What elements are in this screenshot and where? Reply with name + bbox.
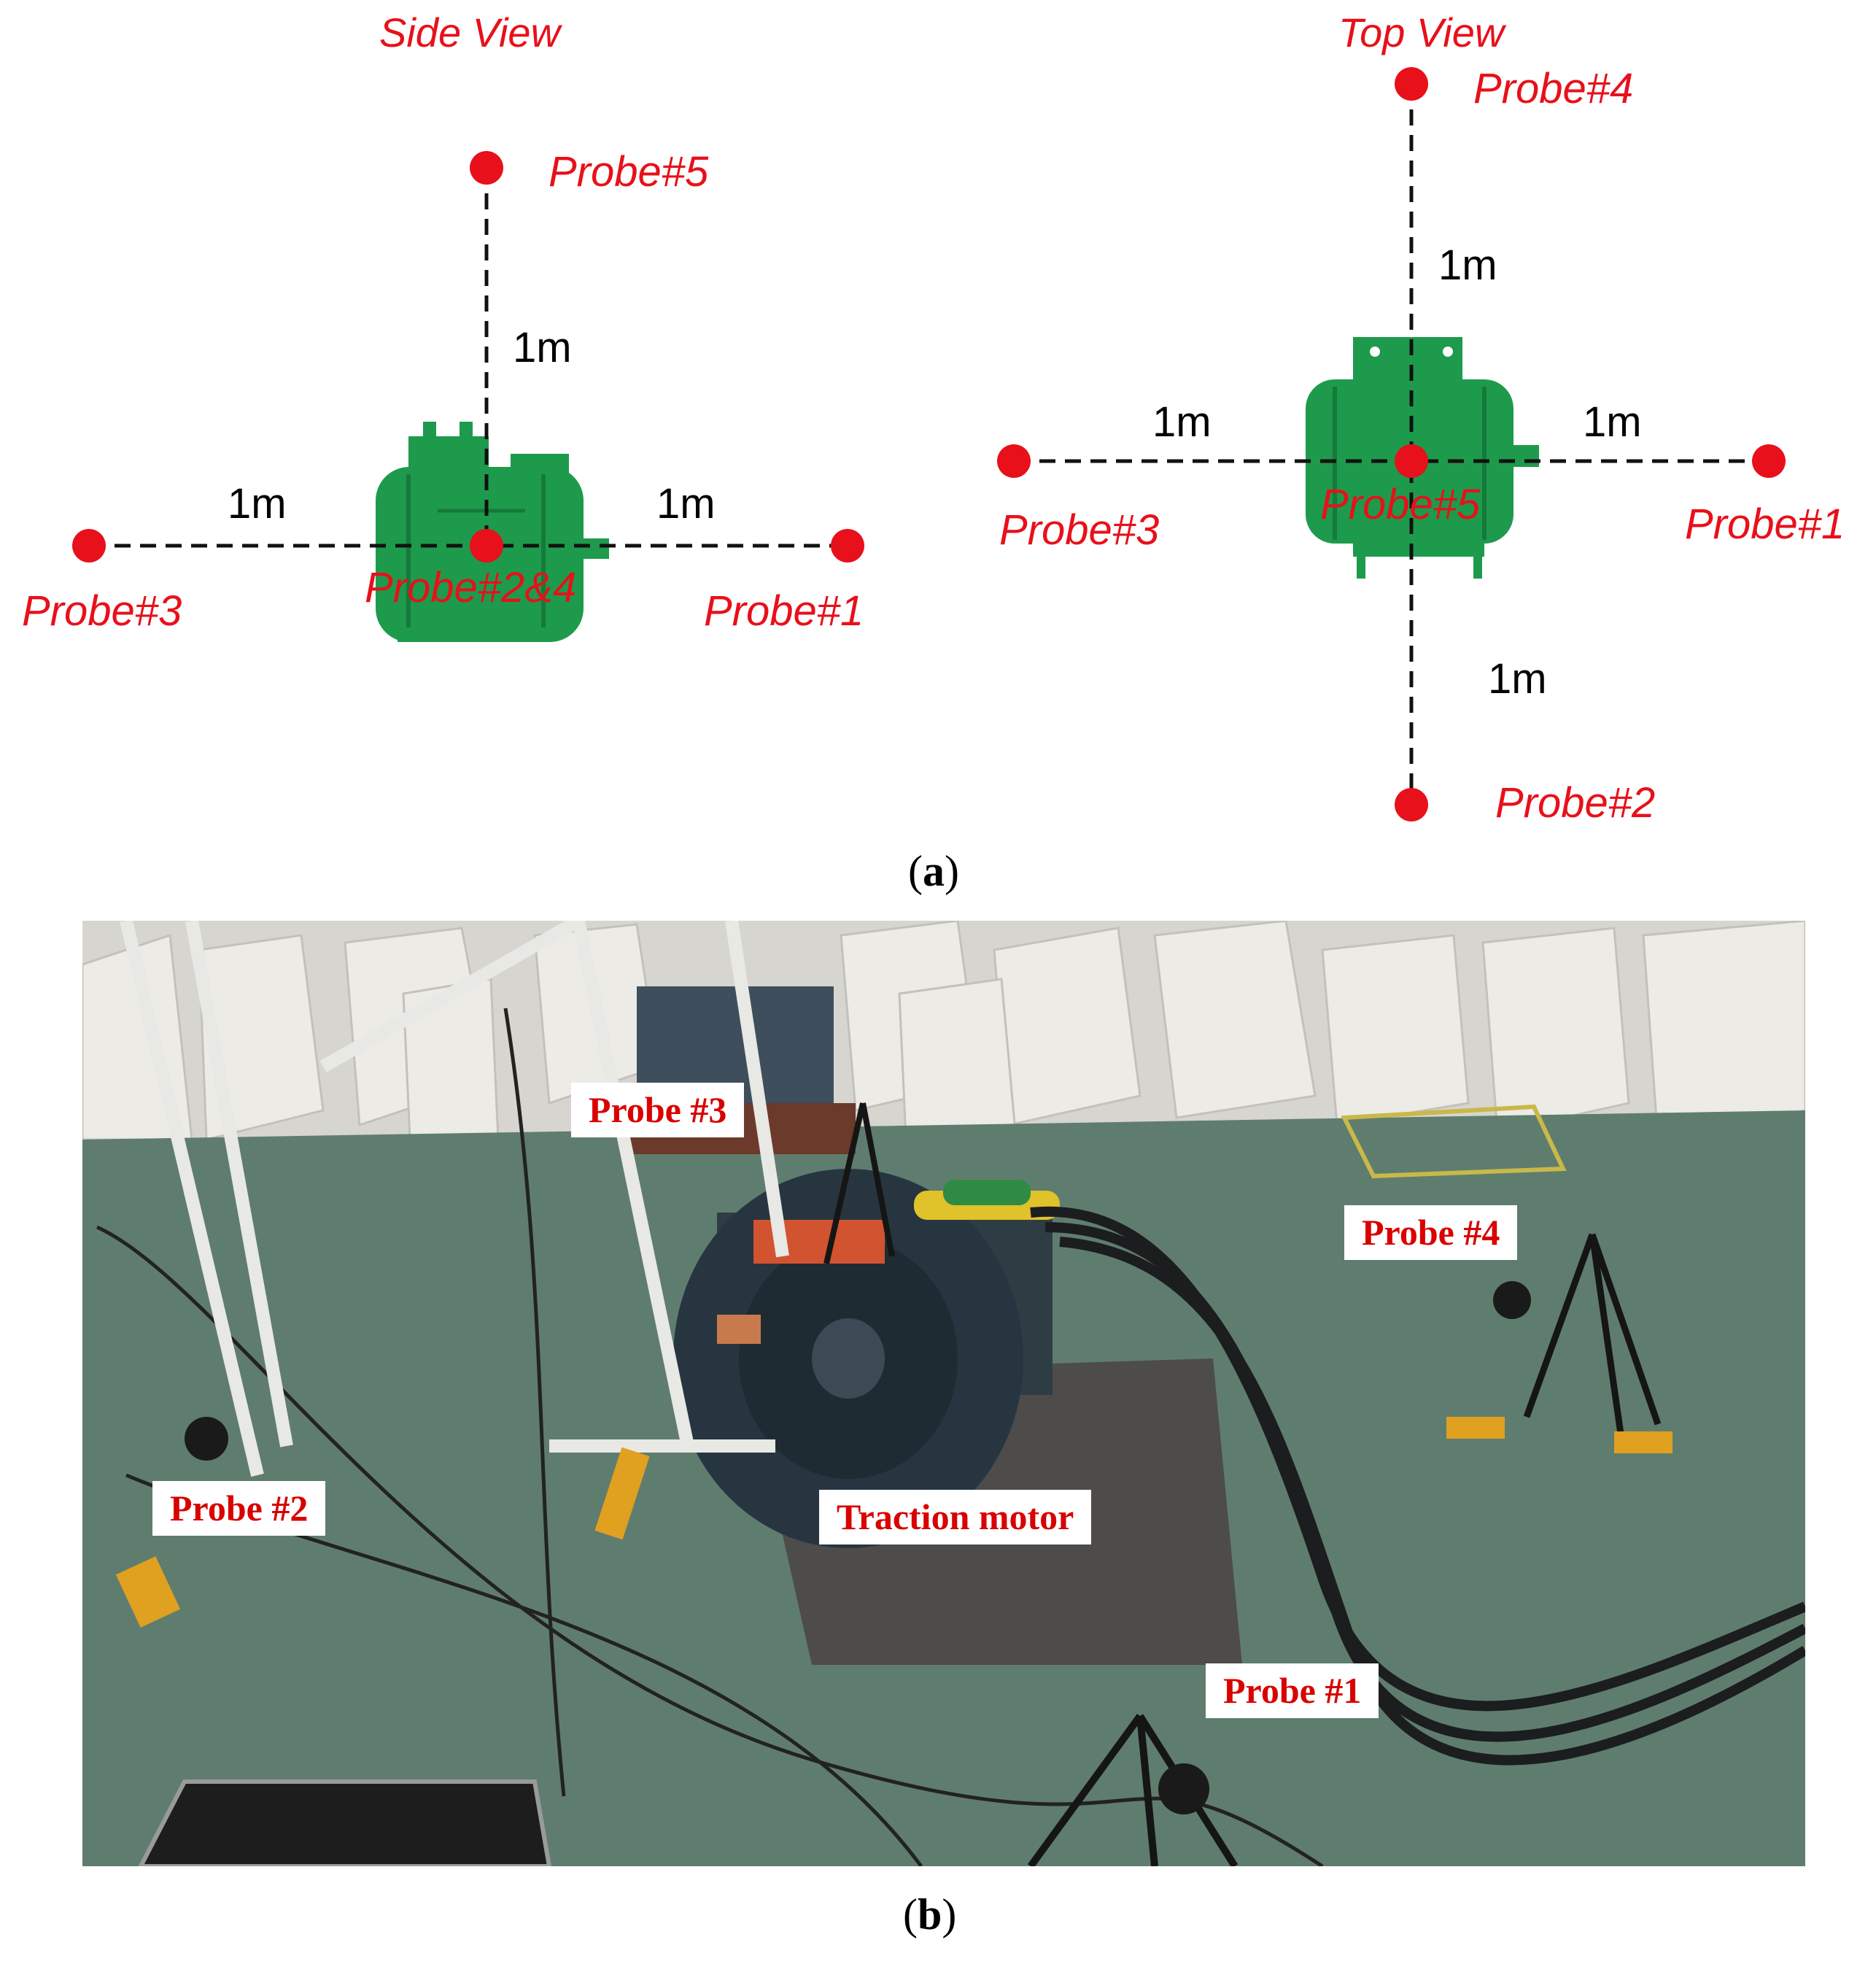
side-probe3-dot	[72, 529, 106, 562]
cables	[1030, 1206, 1805, 1766]
caption-a-letter: a	[922, 847, 945, 895]
panel-b-photo: Probe #3 Probe #4 Probe #2 Traction moto…	[82, 921, 1805, 1866]
top-probe1-dot	[1752, 444, 1786, 478]
top-probe1-label: Probe#1	[1685, 500, 1845, 548]
top-probe4-dot	[1395, 67, 1428, 101]
white-frame	[120, 921, 789, 1477]
wall-wedges	[82, 921, 1805, 1156]
top-probe2-dot	[1395, 788, 1428, 821]
side-probe1-dot	[831, 529, 864, 562]
callout-probe-2: Probe #2	[152, 1481, 326, 1536]
caption-a: (a)	[908, 847, 959, 895]
top-probe2-label: Probe#2	[1495, 779, 1656, 827]
side-probe1-label: Probe#1	[704, 587, 864, 635]
callout-probe-1: Probe #1	[1206, 1663, 1379, 1718]
photo-scene	[82, 921, 1805, 1866]
top-dist-up: 1m	[1438, 241, 1497, 289]
callout-probe-3: Probe #3	[571, 1083, 745, 1137]
side-dist-vertical: 1m	[513, 324, 572, 371]
floor-marking	[1341, 1104, 1567, 1179]
top-dist-down: 1m	[1488, 655, 1547, 703]
callout-probe-4: Probe #4	[1344, 1205, 1518, 1260]
side-probe24-label: Probe#2&4	[365, 564, 577, 611]
top-dist-left: 1m	[1152, 398, 1212, 446]
top-view-title: Top View	[1338, 9, 1505, 55]
side-probe3-label: Probe#3	[22, 587, 182, 635]
floor-tape	[115, 1417, 1672, 1628]
side-dist-right: 1m	[656, 480, 716, 527]
top-probe5-dot	[1395, 444, 1428, 478]
side-dist-left: 1m	[228, 480, 287, 527]
side-probe5-dot	[470, 151, 503, 185]
tripod-probe-4	[1523, 1233, 1662, 1439]
top-probe3-dot	[997, 444, 1031, 478]
mic-probe-2	[185, 1417, 228, 1461]
side-probe24-dot	[470, 529, 503, 562]
top-dist-right: 1m	[1583, 398, 1642, 446]
caption-b: (b)	[903, 1890, 957, 1938]
side-view-title: Side View	[379, 9, 561, 55]
top-probe3-label: Probe#3	[999, 506, 1160, 554]
top-probe5-label: Probe#5	[1320, 481, 1481, 528]
traction-motor-shape	[673, 1169, 1060, 1548]
tripod-probe-3	[823, 1102, 895, 1264]
side-probe5-label: Probe#5	[549, 148, 709, 196]
side-view-drawing	[72, 151, 864, 642]
callout-traction-motor: Traction motor	[819, 1490, 1092, 1544]
top-probe4-label: Probe#4	[1473, 65, 1634, 112]
caption-b-letter: b	[917, 1890, 942, 1938]
equipment-case	[138, 1779, 552, 1866]
top-view-drawing	[997, 67, 1786, 821]
